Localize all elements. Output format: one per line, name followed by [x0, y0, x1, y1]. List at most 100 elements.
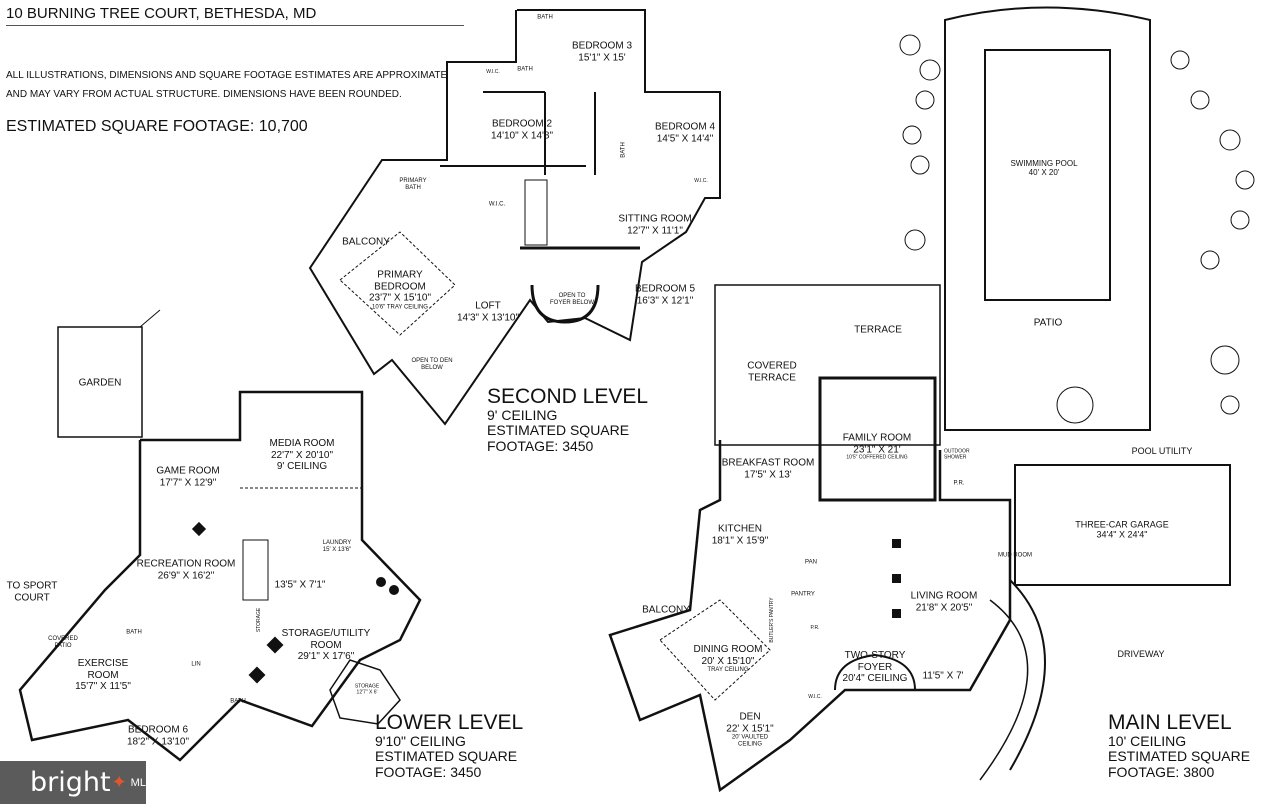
- room-label: PATIO: [1030, 317, 1066, 329]
- room-name: GAME ROOM: [156, 465, 220, 477]
- room-note: 10'6" TRAY CEILING: [372, 303, 428, 310]
- room-note: 20'4" CEILING: [842, 672, 908, 684]
- room-label: BATH: [620, 142, 627, 158]
- room-label: COVERED PATIO: [48, 636, 78, 649]
- room-label: PAN: [805, 559, 817, 566]
- room-name: BEDROOM 3: [571, 40, 633, 52]
- main-level-summary: MAIN LEVEL 10' CEILING ESTIMATED SQUARE …: [1108, 711, 1250, 780]
- room-dims: 14'5" X 14'4": [656, 133, 714, 144]
- room-label: OUTDOOR SHOWER: [944, 448, 970, 460]
- room-name: PRIMARY BEDROOM: [374, 269, 426, 292]
- level-est-label: ESTIMATED SQUARE: [487, 422, 630, 439]
- room-label: DRIVEWAY: [1117, 648, 1165, 659]
- room-label: STORAGE: [256, 607, 263, 633]
- room-dims: 12'7" X 11'1": [627, 225, 683, 236]
- room-name: EXERCISE ROOM: [77, 657, 129, 681]
- room-dims: 22' X 15'1": [726, 723, 774, 735]
- room-dims: 11'5" X 7': [922, 670, 964, 682]
- room-name: THREE-CAR GARAGE: [1075, 519, 1169, 530]
- room-label: LIN: [191, 661, 201, 668]
- room-name: FAMILY ROOM: [842, 432, 912, 444]
- room-label: BATH: [230, 698, 246, 705]
- room-name: SWIMMING POOL: [1010, 158, 1078, 168]
- room-dims: 29'1" X 17'6": [297, 650, 355, 662]
- room-dims: 15'1" X 15': [578, 52, 626, 63]
- room-name: STORAGE/UTILITY ROOM: [281, 627, 371, 651]
- bright-mls-watermark: bright ✦ MLS: [0, 761, 153, 804]
- total-square-footage: ESTIMATED SQUARE FOOTAGE: 10,700: [6, 118, 308, 135]
- room-dims: 15' X 13'6": [322, 547, 352, 553]
- room-name: BEDROOM 5: [634, 283, 696, 295]
- room-label: PRIMARY BATH: [399, 178, 427, 191]
- level-footage: FOOTAGE: 3450: [375, 763, 482, 780]
- room-name: BEDROOM 2: [491, 118, 553, 130]
- room-label: COVERED TERRACE: [742, 360, 802, 384]
- room-dims: 23'1" X 21': [853, 444, 901, 456]
- room-name: BEDROOM 4: [654, 121, 716, 133]
- room-dims: 14'10" X 14'8": [490, 130, 554, 141]
- lower-level-summary: LOWER LEVEL 9'10" CEILING ESTIMATED SQUA…: [375, 711, 523, 780]
- room-label: GARDEN: [78, 377, 122, 389]
- level-est-label: ESTIMATED SQUARE: [375, 748, 518, 765]
- room-dims: 18'1" X 15'9": [711, 535, 769, 546]
- disclaimer-line: ALL ILLUSTRATIONS, DIMENSIONS AND SQUARE…: [6, 70, 448, 81]
- room-dims: 18'2" X 13'10": [126, 736, 190, 747]
- room-name: DEN: [739, 711, 761, 723]
- room-label: P.R.: [953, 480, 965, 487]
- room-note: 10'5" COFFERED CEILING: [846, 454, 908, 461]
- room-dims: 34'4" X 24'4": [1096, 530, 1148, 540]
- room-name: LIVING ROOM: [910, 590, 978, 602]
- disclaimer-line: AND MAY VARY FROM ACTUAL STRUCTURE. DIME…: [6, 89, 402, 100]
- room-name: LOFT: [475, 300, 501, 312]
- room-dims: 17'5" X 13': [744, 469, 792, 480]
- room-name: STORAGE: [354, 683, 380, 690]
- room-name: MEDIA ROOM: [269, 437, 335, 449]
- room-label: BALCONY: [342, 236, 390, 248]
- room-name: RECREATION ROOM: [136, 558, 236, 570]
- lower-level-walls: [18, 309, 422, 762]
- room-label: BATH: [126, 629, 142, 636]
- room-name: LAUNDRY: [322, 540, 352, 547]
- room-name: DINING ROOM: [693, 644, 763, 656]
- room-name: BREAKFAST ROOM: [721, 457, 815, 469]
- room-dims: 22'7" X 20'10": [270, 449, 334, 461]
- room-label: W.I.C.: [694, 178, 708, 185]
- property-title: 10 BURNING TREE COURT, BETHESDA, MD: [6, 5, 464, 26]
- level-footage: FOOTAGE: 3800: [1108, 763, 1215, 780]
- room-label: OPEN TO DEN BELOW: [411, 358, 453, 371]
- level-ceiling: 9'10" CEILING: [375, 733, 466, 750]
- room-name: TWO-STORY FOYER: [844, 649, 906, 673]
- room-dims: 21'8" X 20'5": [915, 602, 973, 613]
- room-dims: 17'7" X 12'9": [159, 477, 217, 488]
- room-dims: 16'3" X 12'1": [636, 295, 694, 306]
- second-level-summary: SECOND LEVEL 9' CEILING ESTIMATED SQUARE…: [487, 385, 648, 454]
- room-label: BATH: [517, 66, 533, 73]
- sport-court-label: TO SPORT COURT: [6, 580, 58, 604]
- room-label: BALCONY: [642, 604, 690, 616]
- room-dims: 13'5" X 7'1": [274, 579, 326, 591]
- room-name: SITTING ROOM: [618, 213, 692, 225]
- room-dims: 40' X 20': [1028, 168, 1060, 177]
- second-level-walls: [308, 9, 721, 426]
